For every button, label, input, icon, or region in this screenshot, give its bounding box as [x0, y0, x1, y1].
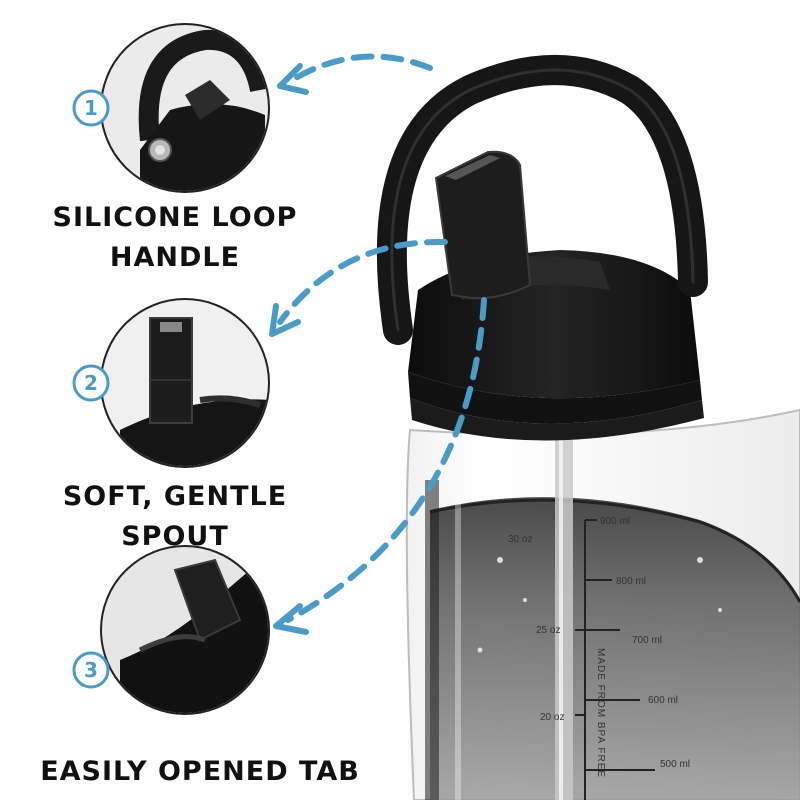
bottle-vertical-text: MADE FROM BPA FREE	[595, 648, 606, 778]
caption-line: SILICONE LOOP	[52, 202, 298, 233]
ml-label: 600 ml	[648, 695, 678, 706]
callout-arrow-handle	[277, 53, 433, 95]
detail-circle-spout	[100, 298, 270, 468]
oz-label: 20 oz	[540, 712, 564, 723]
number-badge-2: 2	[72, 364, 110, 402]
number-badge-3: 3	[72, 651, 110, 689]
bottle-straw	[555, 380, 573, 800]
caption-line: HANDLE	[109, 242, 241, 273]
badge-number: 2	[84, 371, 98, 395]
bottle-spout	[434, 150, 532, 300]
number-badge-1: 1	[72, 89, 110, 127]
caption-line: SPOUT	[121, 521, 229, 552]
caption-line: SOFT, GENTLE	[62, 481, 288, 512]
badge-number: 1	[84, 96, 98, 120]
ml-label: 800 ml	[616, 576, 646, 587]
feature-caption-handle: SILICONE LOOP HANDLE	[0, 198, 350, 278]
bottle-lid-ring	[408, 372, 702, 424]
feature-caption-spout: SOFT, GENTLE SPOUT	[0, 477, 350, 557]
badge-number: 3	[84, 658, 98, 682]
bottle-water	[430, 497, 800, 800]
detail-circle-tab	[100, 545, 270, 715]
detail-circle-handle	[100, 23, 270, 193]
oz-label: 30 oz	[508, 534, 532, 545]
callout-arrow-tab	[273, 297, 487, 635]
caption-line: EASILY OPENED TAB	[40, 756, 360, 787]
feature-caption-tab: EASILY OPENED TAB	[0, 752, 400, 792]
callout-arrow-spout	[269, 238, 448, 337]
water-bottle: 900 ml 800 ml 700 ml 600 ml 500 ml 30 oz…	[376, 55, 800, 800]
ml-label: 500 ml	[660, 759, 690, 770]
oz-label: 25 oz	[536, 625, 560, 636]
ml-label: 900 ml	[600, 516, 630, 527]
ml-label: 700 ml	[632, 635, 662, 646]
